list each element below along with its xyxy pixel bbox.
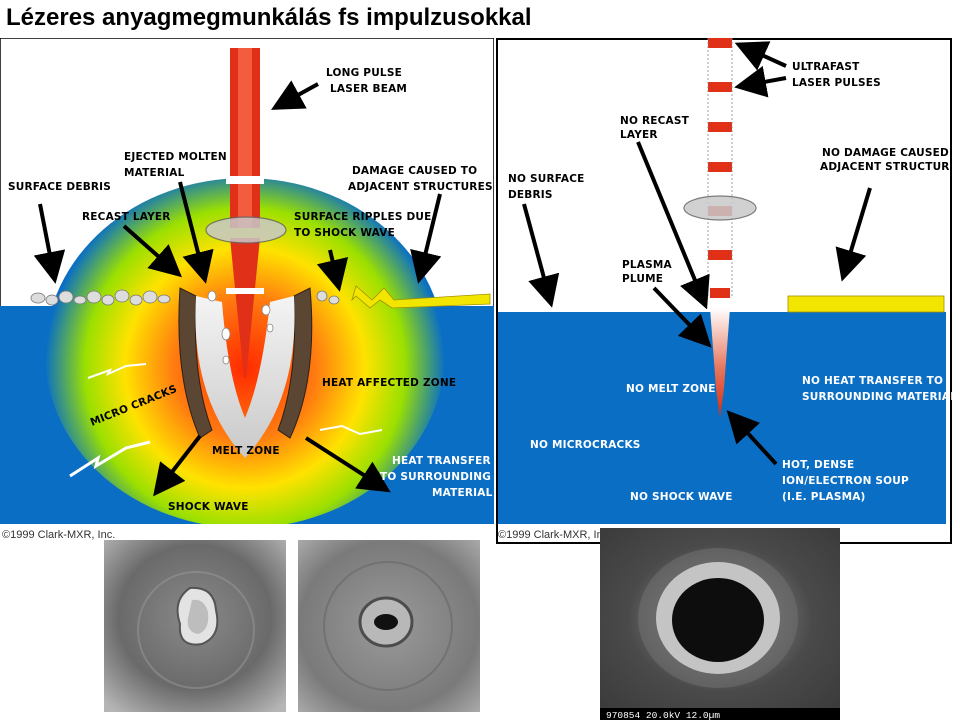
focusing-lens (683, 195, 757, 221)
label-ejected-1: EJECTED MOLTEN (124, 151, 227, 163)
label-long-pulse-1: LONG PULSE (326, 67, 402, 79)
focusing-lens (205, 216, 287, 244)
arrow-no-recast (636, 141, 710, 310)
damaged-adjacent-structure (351, 285, 491, 309)
arrow-heat (304, 436, 391, 493)
ultrafast-pulse-diagram: ULTRAFAST LASER PULSES NO RECAST LAYER N… (496, 38, 952, 546)
label-no-microcracks: NO MICROCRACKS (530, 439, 641, 451)
arrow-damage (410, 193, 442, 284)
long-pulse-diagram: LONG PULSE LASER BEAM EJECTED MOLTEN MAT… (0, 38, 494, 546)
label-hot-3: (I.E. PLASMA) (782, 491, 866, 503)
label-damage-1: DAMAGE CAUSED TO (352, 165, 477, 177)
label-plasma-2: PLUME (622, 273, 663, 285)
arrow-hot-plasma (726, 410, 778, 466)
arrow-plasma (652, 286, 712, 348)
label-shock-wave: SHOCK WAVE (168, 501, 249, 513)
label-no-heat-1: NO HEAT TRANSFER TO (802, 375, 943, 387)
plasma-plume (710, 308, 730, 418)
surface-debris (30, 289, 340, 306)
label-surface-debris: SURFACE DEBRIS (8, 181, 111, 193)
arrow-recast (122, 224, 182, 278)
arrow-ejected (178, 181, 214, 284)
arrow-ultrafast-a (734, 41, 787, 71)
label-ripples-1: SURFACE RIPPLES DUE (294, 211, 431, 223)
label-hot-1: HOT, DENSE (782, 459, 854, 471)
label-heat-transfer-3: MATERIAL (432, 487, 493, 499)
slide-title: Lézeres anyagmegmunkálás fs impulzusokka… (6, 4, 532, 31)
sem-caption: 970854 20.0kV 12.0µm (606, 710, 720, 720)
left-copyright: ©1999 Clark-MXR, Inc. (2, 529, 115, 541)
label-heat-affected-zone: HEAT AFFECTED ZONE (322, 377, 456, 389)
label-no-shock-wave: NO SHOCK WAVE (630, 491, 733, 503)
recast-layer (178, 287, 213, 439)
label-no-recast-2: LAYER (620, 129, 658, 141)
arrow-no-debris (522, 203, 560, 308)
arrow-debris (33, 203, 66, 284)
arrow-ultrafast-b (734, 65, 787, 98)
arrow-no-damage (835, 187, 872, 282)
micro-crack (87, 363, 147, 379)
label-heat-transfer-2: TO SURROUNDING (380, 471, 491, 483)
label-no-heat-2: SURROUNDING MATERIAL (802, 391, 952, 403)
label-recast-layer: RECAST LAYER (82, 211, 171, 223)
label-no-damage-1: NO DAMAGE CAUSED TO (822, 147, 952, 159)
micrograph-crater-ring (298, 540, 480, 712)
label-long-pulse-2: LASER BEAM (330, 83, 407, 95)
sem-micrograph-fs-hole: 970854 20.0kV 12.0µm (600, 528, 840, 721)
label-plasma-1: PLASMA (622, 259, 673, 271)
right-copyright: ©1999 Clark-MXR, Inc. (498, 529, 611, 541)
label-ejected-2: MATERIAL (124, 167, 185, 179)
label-ripples-2: TO SHOCK WAVE (294, 227, 395, 239)
label-no-melt-zone: NO MELT ZONE (626, 383, 716, 395)
label-no-debris-2: DEBRIS (508, 189, 553, 201)
ejected-droplets (207, 290, 274, 365)
arrow-shock (153, 434, 202, 497)
label-no-damage-2: ADJACENT STRUCTURES (820, 161, 952, 173)
label-no-recast-1: NO RECAST (620, 115, 690, 127)
label-ultrafast-1: ULTRAFAST (792, 61, 860, 73)
label-no-debris-1: NO SURFACE (508, 173, 585, 185)
label-melt-zone: MELT ZONE (212, 445, 280, 457)
arrow-beam (270, 80, 319, 110)
undamaged-adjacent-structure (787, 295, 945, 313)
label-heat-transfer-1: HEAT TRANSFER (392, 455, 491, 467)
micrograph-long-pulse-crater (104, 540, 286, 712)
melt-zone (195, 296, 295, 458)
label-damage-2: ADJACENT STRUCTURES (348, 181, 493, 193)
arrow-ripples (316, 249, 349, 292)
label-hot-2: ION/ELECTRON SOUP (782, 475, 909, 487)
label-ultrafast-2: LASER PULSES (792, 77, 881, 89)
